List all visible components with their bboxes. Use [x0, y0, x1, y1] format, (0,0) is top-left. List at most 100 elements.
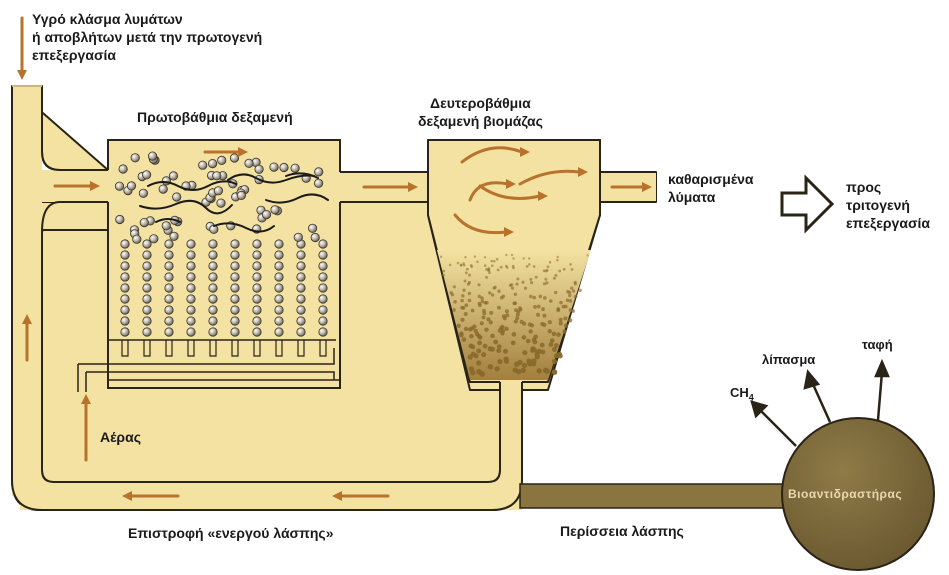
- sediment-particle: [497, 359, 502, 364]
- bubble: [165, 273, 173, 281]
- bubble: [297, 295, 305, 303]
- sediment-particle: [462, 306, 466, 310]
- bubble: [127, 182, 135, 190]
- bubble: [121, 262, 129, 270]
- sediment-particle: [537, 305, 541, 309]
- fertilizer-label: λίπασμα: [762, 351, 815, 369]
- bubble: [187, 240, 195, 248]
- sediment-particle: [489, 320, 493, 324]
- bubble: [253, 306, 261, 314]
- sediment-particle: [533, 265, 536, 268]
- sediment-particle: [476, 369, 482, 375]
- bubble: [187, 251, 195, 259]
- bubble: [121, 251, 129, 259]
- sediment-particle: [533, 296, 537, 300]
- methane-symbol: CH: [730, 385, 749, 400]
- bubble: [231, 240, 239, 248]
- sediment-particle: [552, 332, 557, 337]
- sediment-particle: [462, 337, 467, 342]
- sediment-particle: [543, 296, 547, 300]
- sediment-particle: [491, 293, 494, 296]
- sediment-particle: [478, 303, 482, 307]
- sediment-particle: [478, 283, 481, 286]
- bubble: [165, 317, 173, 325]
- bubble: [255, 165, 263, 173]
- bubble: [231, 317, 239, 325]
- sediment-particle: [464, 256, 466, 258]
- sediment-particle: [462, 262, 465, 265]
- sediment-particle: [542, 314, 546, 318]
- bubble: [143, 317, 151, 325]
- primary-tank-label: Πρωτοβάθμια δεξαμενή: [137, 108, 293, 126]
- sediment-particle: [484, 256, 486, 258]
- sediment-particle: [563, 316, 567, 320]
- sediment-particle: [511, 287, 514, 290]
- sediment-particle: [556, 259, 559, 262]
- sediment-particle: [468, 299, 472, 303]
- sediment-particle: [442, 274, 445, 277]
- sediment-particle: [460, 318, 464, 322]
- bubble: [143, 262, 151, 270]
- bubble: [119, 165, 127, 173]
- bubble: [209, 328, 217, 336]
- sediment-particle: [522, 363, 527, 368]
- sediment-particle: [476, 261, 479, 264]
- bubble: [187, 273, 195, 281]
- bubble: [315, 168, 323, 176]
- bubble: [187, 262, 195, 270]
- bubble: [121, 328, 129, 336]
- bubble: [237, 191, 245, 199]
- bubble: [162, 177, 170, 185]
- sediment-particle: [452, 308, 456, 312]
- sediment-particle: [459, 333, 464, 338]
- sediment-particle: [470, 370, 476, 376]
- sediment-particle: [521, 368, 526, 373]
- sediment-particle: [559, 301, 563, 305]
- sediment-particle: [493, 340, 498, 345]
- sediment-particle: [477, 341, 482, 346]
- sediment-particle: [460, 264, 463, 267]
- sediment-particle: [489, 311, 493, 315]
- bubble: [143, 284, 151, 292]
- bubble: [121, 295, 129, 303]
- sediment-particle: [505, 313, 509, 317]
- bubble: [314, 179, 322, 187]
- sediment-particle: [497, 306, 501, 310]
- sediment-particle: [572, 289, 575, 292]
- bubble: [230, 154, 238, 162]
- bubble: [187, 306, 195, 314]
- tertiary-label-line1: προς: [846, 178, 881, 196]
- bubble: [142, 171, 150, 179]
- sediment-particle: [505, 254, 507, 256]
- bubble: [121, 240, 129, 248]
- bubble: [311, 233, 319, 241]
- bubble: [140, 218, 148, 226]
- bubble: [253, 273, 261, 281]
- sediment-particle: [464, 303, 468, 307]
- sediment-particle: [453, 300, 457, 304]
- bubble: [253, 262, 261, 270]
- bubble: [297, 262, 305, 270]
- sediment-particle: [540, 343, 545, 348]
- sediment-particle: [467, 283, 470, 286]
- sediment-particle: [502, 314, 506, 318]
- sediment-particle: [526, 265, 529, 268]
- sediment-particle: [556, 308, 560, 312]
- sediment-particle: [586, 254, 588, 256]
- sediment-particle: [442, 270, 445, 273]
- sediment-particle: [548, 320, 552, 324]
- sediment-particle: [536, 313, 540, 317]
- bubble: [253, 317, 261, 325]
- bubble: [214, 187, 222, 195]
- excess-sludge-pipe: [520, 484, 820, 508]
- sediment-particle: [485, 276, 488, 279]
- sediment-particle: [500, 296, 504, 300]
- bubble: [231, 306, 239, 314]
- sediment-particle: [510, 283, 513, 286]
- bubble: [208, 159, 216, 167]
- bubble: [217, 199, 225, 207]
- methane-subscript: 4: [749, 393, 754, 403]
- influent-label-line2: ή αποβλήτων μετά την πρωτογενή: [32, 28, 262, 46]
- sediment-particle: [516, 310, 520, 314]
